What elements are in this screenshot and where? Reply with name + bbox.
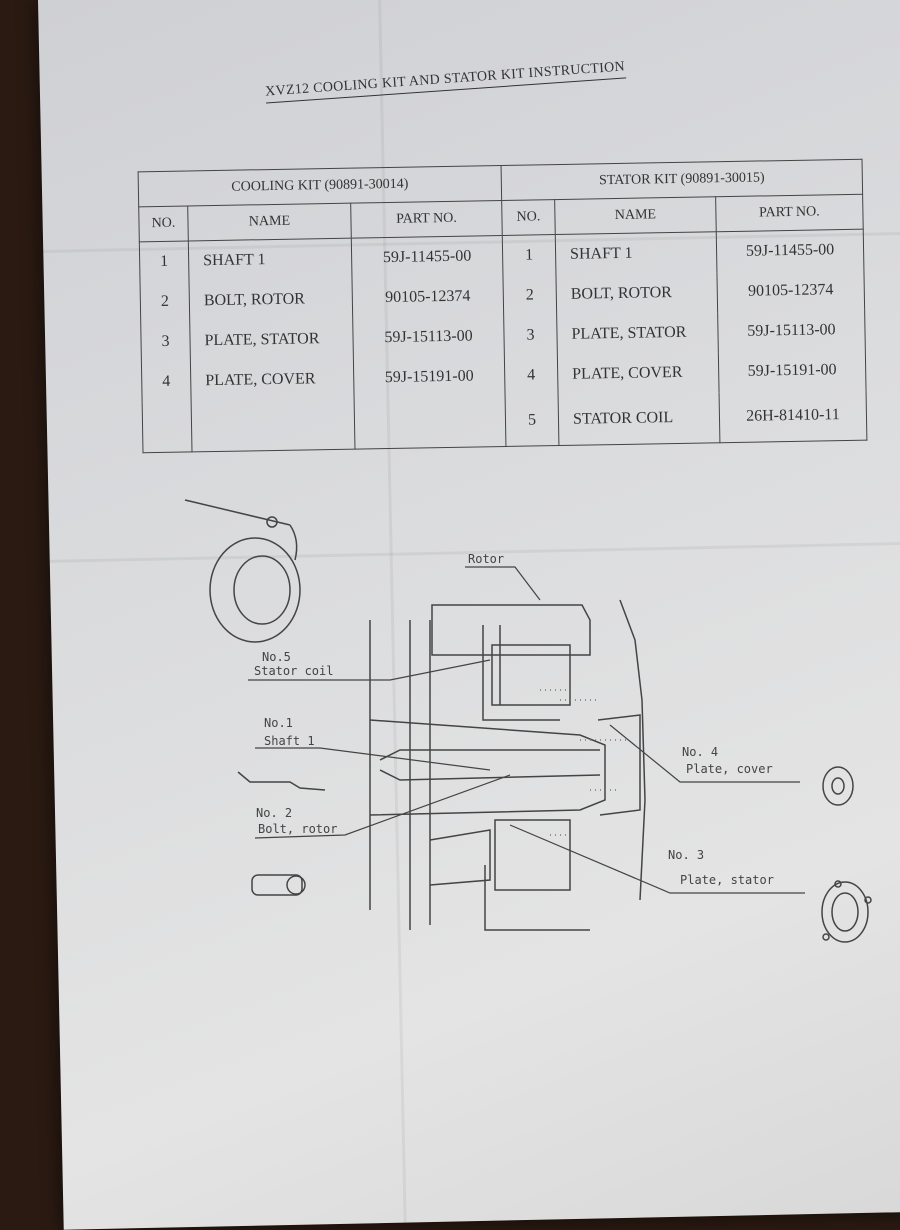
stator-plate-illustration: [821, 880, 872, 943]
label-plate-cover: Plate, cover: [686, 762, 773, 776]
label-stator-coil: Stator coil: [254, 664, 334, 678]
leader-lines: [248, 566, 805, 894]
label-plate-stator: Plate, stator: [680, 873, 774, 887]
label-no5: No.5: [262, 650, 291, 664]
label-bolt-rotor: Bolt, rotor: [258, 822, 338, 836]
housing-outline: [369, 599, 646, 931]
label-no2: No. 2: [256, 806, 293, 820]
label-no1: No.1: [264, 716, 293, 730]
stator-coil-illustration: [184, 499, 301, 643]
cross-section-diagram: [184, 499, 872, 943]
label-rotor: Rotor: [468, 552, 505, 566]
label-shaft1: Shaft 1: [264, 734, 315, 748]
bolt-illustration: [251, 874, 306, 896]
label-no4: No. 4: [682, 745, 719, 759]
label-no3: No. 3: [668, 848, 705, 862]
shaft-illustration: [237, 771, 326, 791]
cover-plate-illustration: [822, 766, 854, 806]
dot-fill: [540, 689, 630, 836]
